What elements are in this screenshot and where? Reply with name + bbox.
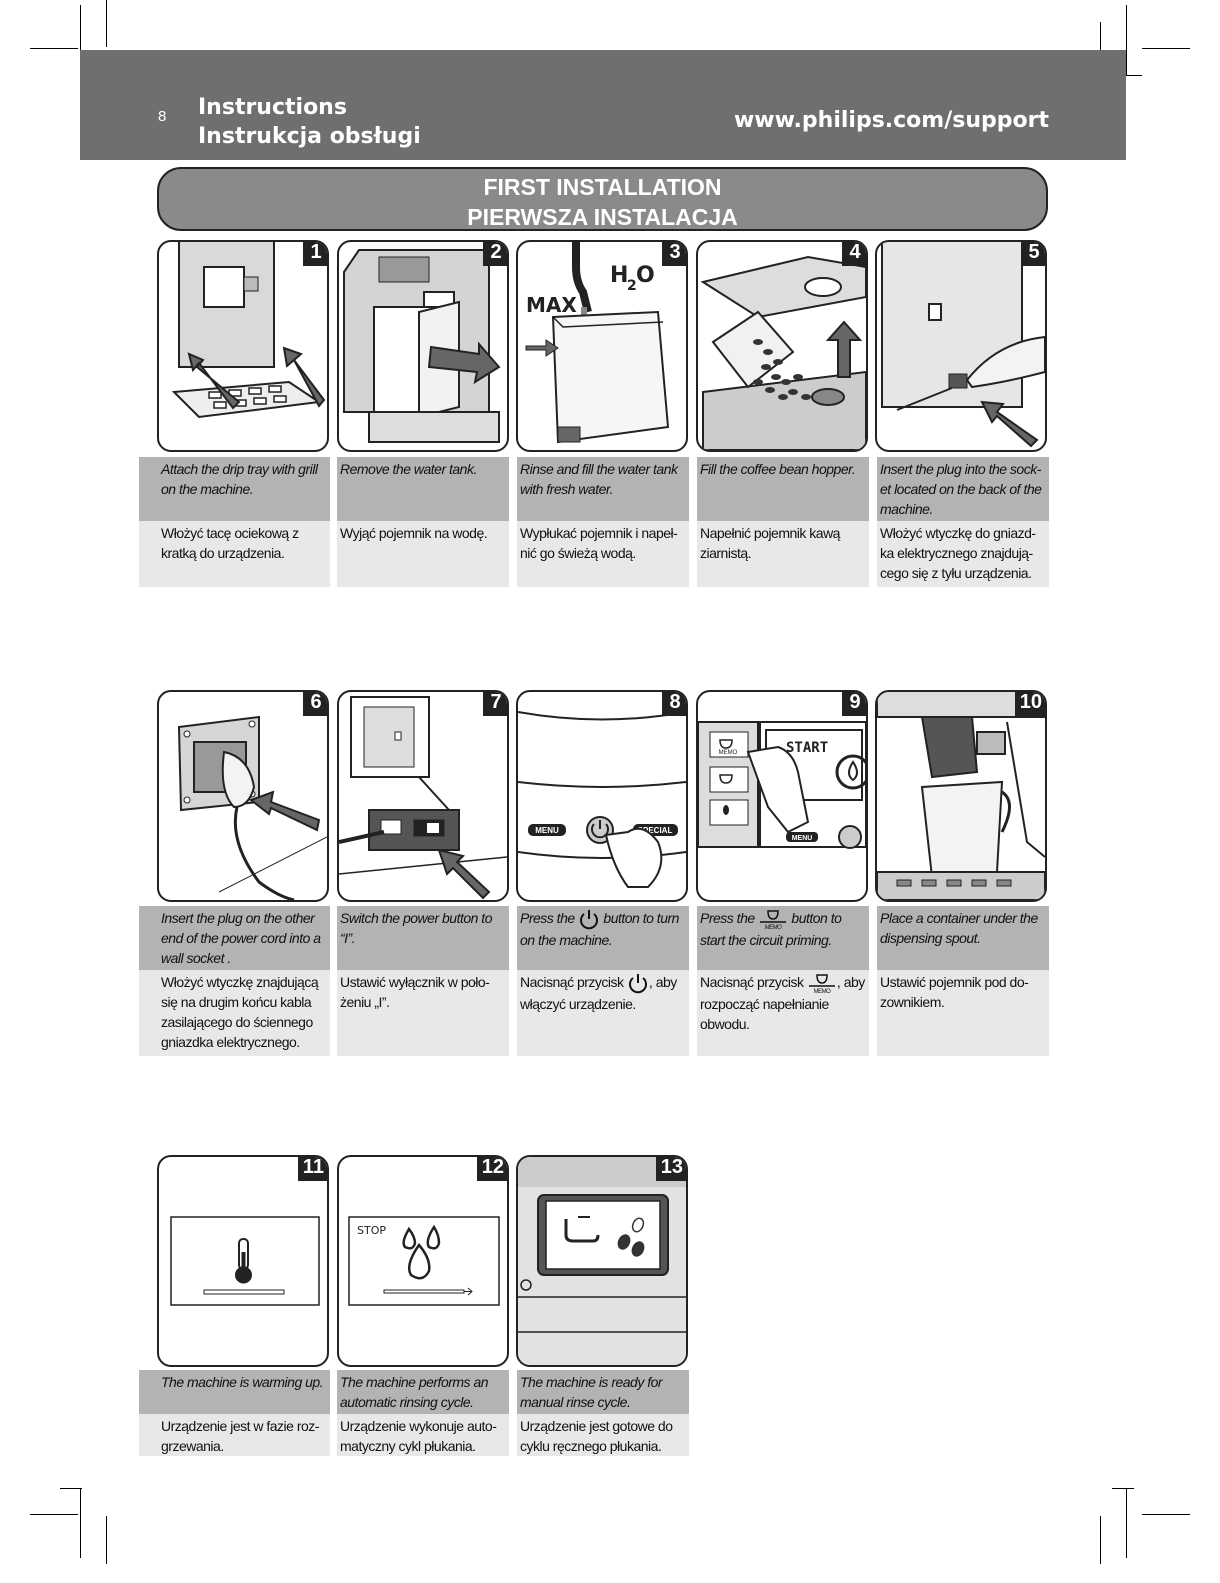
start-label: START <box>786 740 828 756</box>
h2o-o: O <box>636 263 655 288</box>
crop-mark <box>30 48 78 49</box>
step-12-illustration: STOP 12 <box>337 1155 509 1367</box>
menu-label: MENU <box>535 826 559 835</box>
crop-mark <box>1100 22 1101 52</box>
step-7-pl: Ustawić wyłącznik w poło-żeniu „I”. <box>337 970 509 1056</box>
step-8-en: Press the button to turn on the machine. <box>517 906 689 970</box>
step-11-en: The machine is warming up. <box>139 1370 330 1414</box>
step-3-illustration: MAX H 2 O 3 <box>516 240 688 452</box>
step-6-pl: Włożyć wtyczkę znajdującą się na drugim … <box>139 970 330 1056</box>
crop-mark <box>1112 1488 1134 1489</box>
crop-mark <box>80 1488 81 1558</box>
step-2-en: Remove the water tank. <box>337 457 509 521</box>
step-7-en: Switch the power button to “I”. <box>337 906 509 970</box>
step-7-illustration: 7 <box>337 690 509 902</box>
crop-mark <box>1126 1488 1127 1558</box>
svg-text:MEMO: MEMO <box>765 925 782 930</box>
h2o-2: 2 <box>627 278 637 294</box>
banner-title-en: FIRST INSTALLATION <box>483 174 722 200</box>
step-5-illustration: 5 <box>875 240 1047 452</box>
step-12-en: The machine performs an automatic rinsin… <box>337 1370 509 1414</box>
support-url[interactable]: www.philips.com/support <box>733 108 1049 133</box>
step-9-pl: Nacisnąć przycisk MEMO, aby rozpocząć na… <box>697 970 869 1056</box>
step-9-illustration: START MEMO MENU 9 <box>696 690 868 902</box>
crop-mark <box>80 5 81 75</box>
crop-mark <box>30 1514 78 1515</box>
step-8-pl: Nacisnąć przycisk , aby włączyć urządzen… <box>517 970 689 1056</box>
step-number: 10 <box>1014 692 1045 716</box>
step-5-pl: Włożyć wtyczkę do gniazd-ka elektryczneg… <box>877 521 1049 587</box>
thermometer-icon <box>235 1238 252 1284</box>
cup-icon <box>564 1216 600 1243</box>
step-4-en: Fill the coffee bean hopper. <box>697 457 869 521</box>
step-2-illustration: 2 <box>337 240 509 452</box>
page-number: 8 <box>158 108 167 125</box>
step-6-illustration: 6 <box>157 690 329 902</box>
step-number: 13 <box>655 1157 686 1181</box>
crop-mark <box>60 1488 82 1489</box>
step-4-illustration: 4 <box>696 240 868 452</box>
step-5-en: Insert the plug into the sock-et located… <box>877 457 1049 521</box>
step-number: 4 <box>842 242 866 266</box>
step-13-pl: Urządzenie jest gotowe do cyklu ręcznego… <box>517 1414 689 1456</box>
svg-text:MEMO: MEMO <box>814 989 831 994</box>
step-6-en: Insert the plug on the other end of the … <box>139 906 330 970</box>
step-3-pl: Wypłukać pojemnik i napeł-nić go świeżą … <box>517 521 689 587</box>
coffee-bean-icon <box>617 1217 645 1257</box>
crop-mark <box>106 1516 107 1564</box>
power-icon <box>580 910 599 930</box>
page-header: 8 Instructions Instrukcja obsługi www.ph… <box>80 50 1126 160</box>
h2o-h: H <box>610 263 628 288</box>
water-drops-icon <box>402 1224 441 1280</box>
stop-label: STOP <box>357 1224 386 1237</box>
crop-mark <box>1120 75 1142 76</box>
step-13-en: The machine is ready for manual rinse cy… <box>517 1370 689 1414</box>
step-number: 8 <box>662 692 686 716</box>
step-number: 6 <box>303 692 327 716</box>
step-4-pl: Napełnić pojemnik kawą ziarnistą. <box>697 521 869 587</box>
title-en: Instructions <box>198 95 347 120</box>
step-number: 2 <box>483 242 507 266</box>
step-number: 9 <box>842 692 866 716</box>
step-number: 7 <box>483 692 507 716</box>
step-13-illustration: 13 <box>516 1155 688 1367</box>
max-label: MAX <box>526 293 577 317</box>
step-number: 5 <box>1021 242 1045 266</box>
step-1-illustration: 1 <box>157 240 329 452</box>
step-10-en: Place a container under the dispensing s… <box>877 906 1049 970</box>
step-1-pl: Włożyć tacę ociekową z kratką do urządze… <box>139 521 330 587</box>
step-number: 12 <box>476 1157 507 1181</box>
step-3-en: Rinse and fill the water tank with fresh… <box>517 457 689 521</box>
memo-label: MEMO <box>719 750 738 756</box>
crop-mark <box>1142 48 1190 49</box>
step-2-pl: Wyjąć pojemnik na wodę. <box>337 521 509 587</box>
menu-label: MENU <box>792 835 813 842</box>
crop-mark <box>1100 1516 1101 1564</box>
step-number: 1 <box>303 242 327 266</box>
cup-memo-icon: MEMO <box>808 974 835 994</box>
crop-mark <box>1126 5 1127 75</box>
step-8-illustration: MENU SPECIAL 8 <box>516 690 688 902</box>
step-9-en: Press the MEMO button to start the circu… <box>697 906 869 970</box>
special-label: SPECIAL <box>638 826 673 835</box>
step-10-illustration: 10 <box>875 690 1047 902</box>
crop-mark <box>106 0 107 47</box>
step-number: 11 <box>297 1157 327 1181</box>
banner-title-pl: PIERWSZA INSTALACJA <box>467 204 738 230</box>
step-11-pl: Urządzenie jest w fazie roz-grzewania. <box>139 1414 330 1456</box>
step-10-pl: Ustawić pojemnik pod do-zownikiem. <box>877 970 1049 1056</box>
step-number: 3 <box>662 242 686 266</box>
step-11-illustration: 11 <box>157 1155 329 1367</box>
title-pl: Instrukcja obsługi <box>198 124 421 149</box>
power-icon <box>628 974 647 994</box>
section-banner: FIRST INSTALLATION PIERWSZA INSTALACJA <box>157 167 1048 231</box>
cup-memo-icon: MEMO <box>760 910 787 930</box>
step-1-en: Attach the drip tray with grill on the m… <box>139 457 330 521</box>
crop-mark <box>1142 1514 1190 1515</box>
step-12-pl: Urządzenie wykonuje auto-matyczny cykl p… <box>337 1414 509 1456</box>
